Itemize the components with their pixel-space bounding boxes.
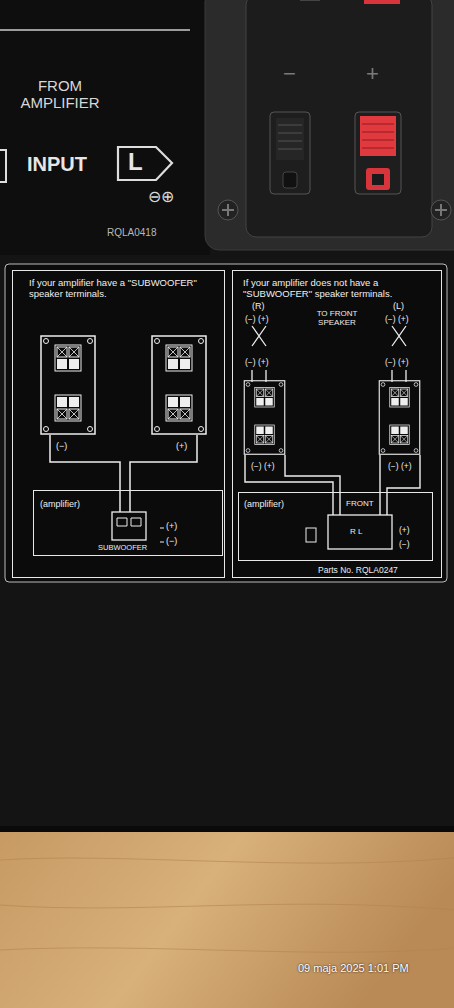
polarity-label: (−) (+) <box>385 358 409 367</box>
polarity-label: (−) (+) <box>245 315 269 324</box>
box-label: (amplifier) <box>244 499 432 509</box>
terminal-label: FRONT <box>346 500 374 509</box>
polarity-label: (−) <box>166 537 177 547</box>
polarity-label: (+) <box>166 522 177 532</box>
polarity-label: (−) (+) <box>388 462 412 471</box>
instruction-panel: If your amplifier have a "SUBWOOFER" spe… <box>12 270 225 578</box>
polarity-label: (−) <box>56 442 67 452</box>
part-number: Parts No. RQLA0247 <box>318 566 398 575</box>
panel-heading: If your amplifier does not have a "SUBWO… <box>243 278 433 300</box>
polarity-mark: + <box>366 62 379 86</box>
polarity-label: (−) (+) <box>385 315 409 324</box>
panel-text: INPUT <box>27 153 87 175</box>
polarity-symbols: ⊖⊕ <box>148 188 174 206</box>
polarity-label: (+) <box>399 526 410 535</box>
polarity-label: (−) (+) <box>245 358 269 367</box>
polarity-label: (+) <box>176 442 187 452</box>
timestamp: 09 maja 2025 1:01 PM <box>298 962 409 974</box>
note: TO FRONT SPEAKER <box>297 310 377 328</box>
channel-label: (R) <box>252 302 265 312</box>
channel-letter: L <box>128 149 143 175</box>
box-label: (amplifier) <box>40 499 222 509</box>
part-number: RQLA0418 <box>107 227 156 238</box>
polarity-label: (−) (+) <box>251 462 275 471</box>
terminal-label: R L <box>350 528 362 537</box>
polarity-mark: − <box>283 62 296 86</box>
panel-text: FROM AMPLIFIER <box>10 78 110 111</box>
panel-heading: If your amplifier have a "SUBWOOFER" spe… <box>29 278 214 300</box>
terminal-label: SUBWOOFER <box>98 544 147 552</box>
polarity-label: (−) <box>399 540 410 549</box>
channel-label: (L) <box>393 302 404 312</box>
